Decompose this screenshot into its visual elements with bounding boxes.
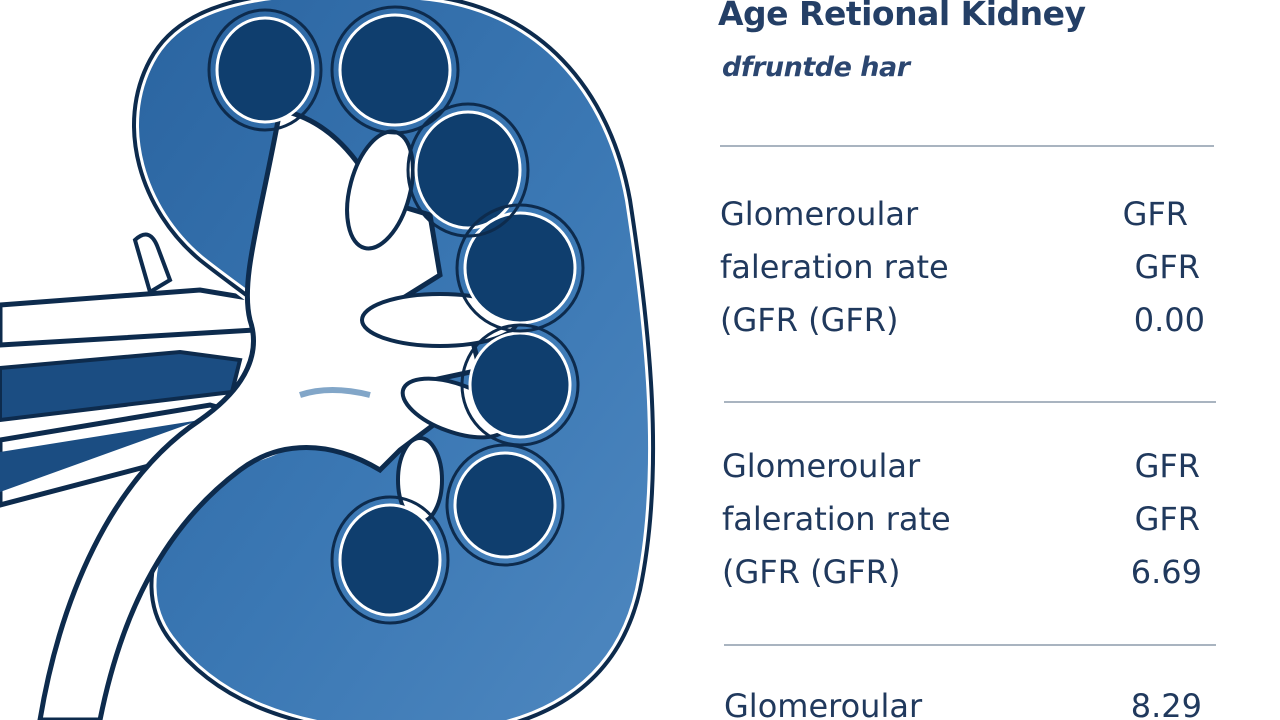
divider-middle: [724, 401, 1216, 403]
page-subtitle: dfruntde har: [722, 52, 910, 83]
row-1-label-line-2: faleration rate: [720, 248, 949, 286]
row-3-label-line-1: Glomeroular: [724, 687, 923, 720]
renal-pyramids: [215, 13, 577, 617]
row-1-label: Glomeroular faleration rate (GFR (GFR): [720, 188, 949, 347]
row-2-label-line-3: (GFR (GFR): [722, 553, 901, 591]
calyces: [345, 129, 520, 524]
row-1-value-1: GFR: [1122, 195, 1188, 233]
pyramid-outlines: [207, 5, 585, 625]
row-3-value-1: 8.29: [1130, 687, 1202, 720]
row-2-label-line-2: faleration rate: [722, 500, 951, 538]
row-1-value-3: 0.00: [1133, 301, 1205, 339]
kidney-illustration: [0, 0, 656, 720]
row-2-value-1: GFR: [1134, 447, 1200, 485]
row-2-values: GFR GFR 6.69: [1060, 440, 1202, 599]
divider-top: [720, 145, 1214, 147]
row-1-label-line-3: (GFR (GFR): [720, 301, 899, 339]
row-2-label: Glomeroular faleration rate (GFR (GFR): [722, 440, 951, 599]
row-1-label-line-1: Glomeroular: [720, 195, 919, 233]
divider-bottom: [724, 644, 1216, 646]
row-1-values: GFR GFR 0.00: [1060, 188, 1205, 347]
row-3-label: Glomeroular: [724, 680, 922, 720]
row-3-values: 8.29: [1060, 680, 1202, 720]
row-2-value-3: 6.69: [1130, 553, 1202, 591]
row-1-value-2: GFR: [1134, 248, 1200, 286]
row-2-value-2: GFR: [1134, 500, 1200, 538]
row-2-label-line-1: Glomeroular: [722, 447, 921, 485]
page-title: Age Retional Kidney: [718, 0, 1086, 33]
